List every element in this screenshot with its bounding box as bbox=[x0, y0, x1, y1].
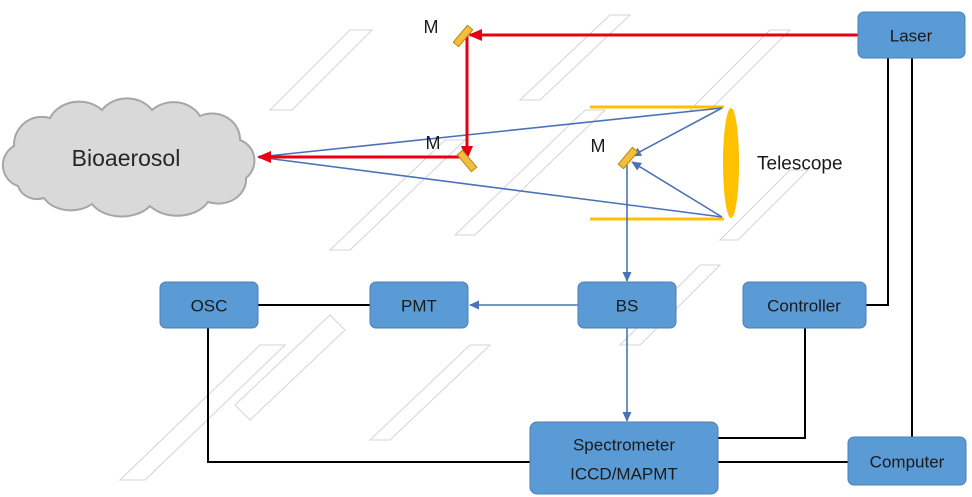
spectrometer-detector-label: ICCD/MAPMT bbox=[570, 465, 678, 484]
mirror-3 bbox=[617, 146, 639, 170]
controller-label: Controller bbox=[767, 297, 841, 316]
wire-osc-spectrometer bbox=[207, 328, 530, 463]
watermark-stroke bbox=[118, 344, 287, 481]
controller-box-shape bbox=[742, 281, 867, 329]
computer-box: Computer bbox=[847, 436, 967, 486]
watermark-stroke bbox=[368, 344, 492, 441]
spectrometer-box: Spectrometer ICCD/MAPMT bbox=[529, 421, 719, 495]
wiring bbox=[207, 58, 913, 463]
return-beam-telescope-lower-to-mirror bbox=[631, 161, 723, 218]
mirror-3-label: M bbox=[591, 136, 606, 156]
osc-box-shape bbox=[159, 281, 259, 329]
laser-box-shape bbox=[857, 11, 966, 59]
return-beam-upper bbox=[257, 107, 723, 158]
telescope-lens bbox=[723, 108, 739, 218]
bs-box: BS bbox=[577, 281, 677, 329]
watermark-stroke bbox=[688, 29, 792, 111]
return-beam-lower bbox=[257, 156, 723, 218]
mirror-2 bbox=[456, 149, 478, 173]
telescope: Telescope bbox=[590, 105, 843, 221]
watermark-stroke bbox=[518, 14, 632, 101]
watermark-stroke bbox=[718, 169, 810, 241]
mirror-1-label: M bbox=[424, 17, 439, 37]
pmt-box-shape bbox=[369, 281, 469, 329]
watermark-stroke bbox=[453, 109, 607, 236]
watermark-stroke bbox=[268, 29, 374, 111]
computer-label: Computer bbox=[870, 453, 945, 472]
cloud-shape bbox=[1, 97, 256, 218]
computer-box-shape bbox=[847, 436, 967, 486]
pmt-box: PMT bbox=[369, 281, 469, 329]
spectrometer-box-shape bbox=[529, 421, 719, 495]
watermark-stroke bbox=[234, 314, 346, 421]
mirror-1 bbox=[452, 24, 474, 48]
bs-box-shape bbox=[577, 281, 677, 329]
laser-beams bbox=[257, 29, 858, 163]
return-beams bbox=[257, 107, 723, 422]
pmt-label: PMT bbox=[401, 297, 437, 316]
laser-label: Laser bbox=[890, 27, 933, 46]
watermark bbox=[118, 14, 810, 481]
bioaerosol-label: Bioaerosol bbox=[72, 145, 181, 171]
bioaerosol-cloud: Bioaerosol bbox=[1, 97, 256, 218]
osc-box: OSC bbox=[159, 281, 259, 329]
telescope-label: Telescope bbox=[757, 154, 843, 175]
mirrors: M M M bbox=[424, 17, 639, 173]
wire-controller-laser bbox=[866, 58, 889, 306]
bs-label: BS bbox=[616, 297, 639, 316]
wire-spectrometer-controller bbox=[718, 328, 806, 439]
controller-box: Controller bbox=[742, 281, 867, 329]
osc-label: OSC bbox=[191, 297, 228, 316]
mirror-2-label: M bbox=[426, 133, 441, 153]
return-beam-telescope-upper-to-mirror bbox=[631, 107, 723, 157]
spectrometer-label: Spectrometer bbox=[573, 436, 675, 455]
laser-box: Laser bbox=[857, 11, 966, 59]
